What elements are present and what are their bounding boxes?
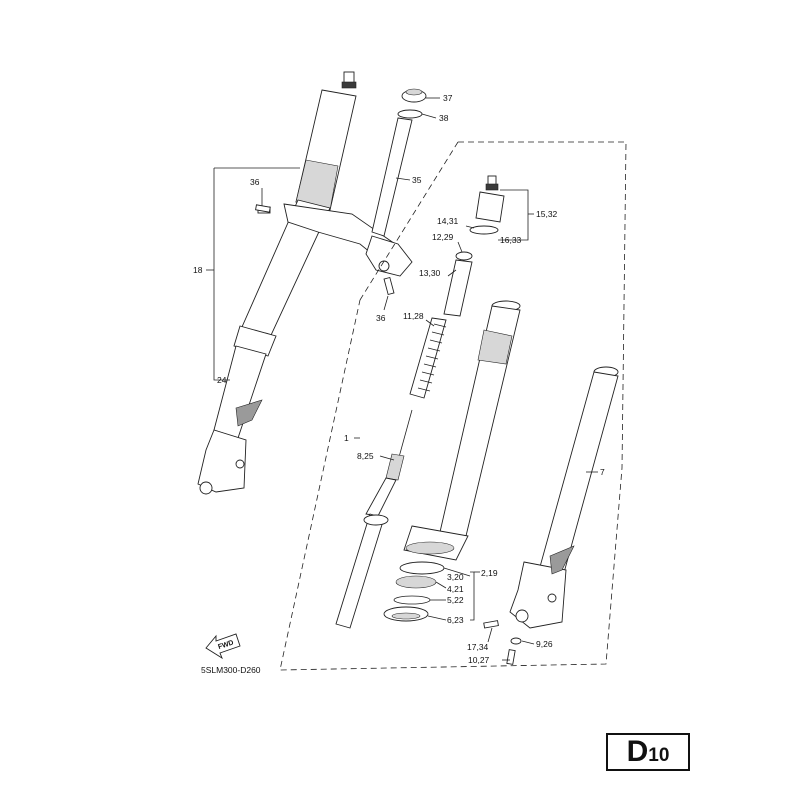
- callout-16-33: 16,33: [500, 235, 522, 245]
- callout-10-27: 10,27: [468, 655, 490, 665]
- callout-15-32: 15,32: [536, 209, 558, 219]
- inner-tube: [509, 366, 619, 629]
- callout-6-23: 6,23: [447, 615, 464, 625]
- callout-12-29: 12,29: [432, 232, 454, 242]
- callout-11-28: 11,28: [403, 311, 424, 321]
- steering-stem-nut: [397, 88, 427, 119]
- callout-17-34: 17,34: [467, 642, 489, 652]
- collar: [455, 251, 473, 261]
- forward-direction-arrow: FWD: [205, 633, 241, 660]
- callout-8-25: 8,25: [357, 451, 374, 461]
- callout-24: 24: [217, 375, 227, 385]
- page-letter: D: [626, 735, 649, 768]
- callout-37: 37: [443, 93, 453, 103]
- callout-5-22: 5,22: [447, 595, 464, 605]
- callout-14-31: 14,31: [437, 216, 459, 226]
- callout-36-upper: 36: [250, 177, 260, 187]
- callout-13-30: 13,30: [419, 268, 441, 278]
- diagram-code: 5SLM300-D260: [201, 665, 261, 675]
- callout-7: 7: [600, 467, 605, 477]
- fwd-label: FWD: [217, 639, 234, 651]
- callout-38: 38: [439, 113, 449, 123]
- fork-spring: [409, 317, 447, 399]
- assembled-front-fork: [197, 71, 413, 495]
- damper-rod: [335, 409, 413, 629]
- callout-18: 18: [193, 265, 203, 275]
- exploded-group-boundary: [279, 141, 627, 671]
- callout-3-20: 3,20: [447, 572, 464, 582]
- leader-lines: [206, 97, 598, 661]
- cap-bolt-assembly: [469, 175, 505, 235]
- callout-36-lower: 36: [376, 313, 386, 323]
- page-number: 10: [648, 745, 670, 766]
- callout-labels: 37 38 35 36 36 18 24 15,32 14,31 16,33 1…: [193, 93, 605, 665]
- seal-kit: [383, 561, 445, 622]
- small-bolts: [483, 620, 522, 665]
- callout-35: 35: [412, 175, 422, 185]
- spacer-tube: [443, 259, 473, 317]
- callout-9-26: 9,26: [536, 639, 553, 649]
- outer-tube: [403, 300, 521, 561]
- callout-1: 1: [344, 433, 349, 443]
- callout-4-21: 4,21: [447, 584, 464, 594]
- page-number-badge: D 10: [606, 733, 690, 771]
- callout-2-19: 2,19: [481, 568, 498, 578]
